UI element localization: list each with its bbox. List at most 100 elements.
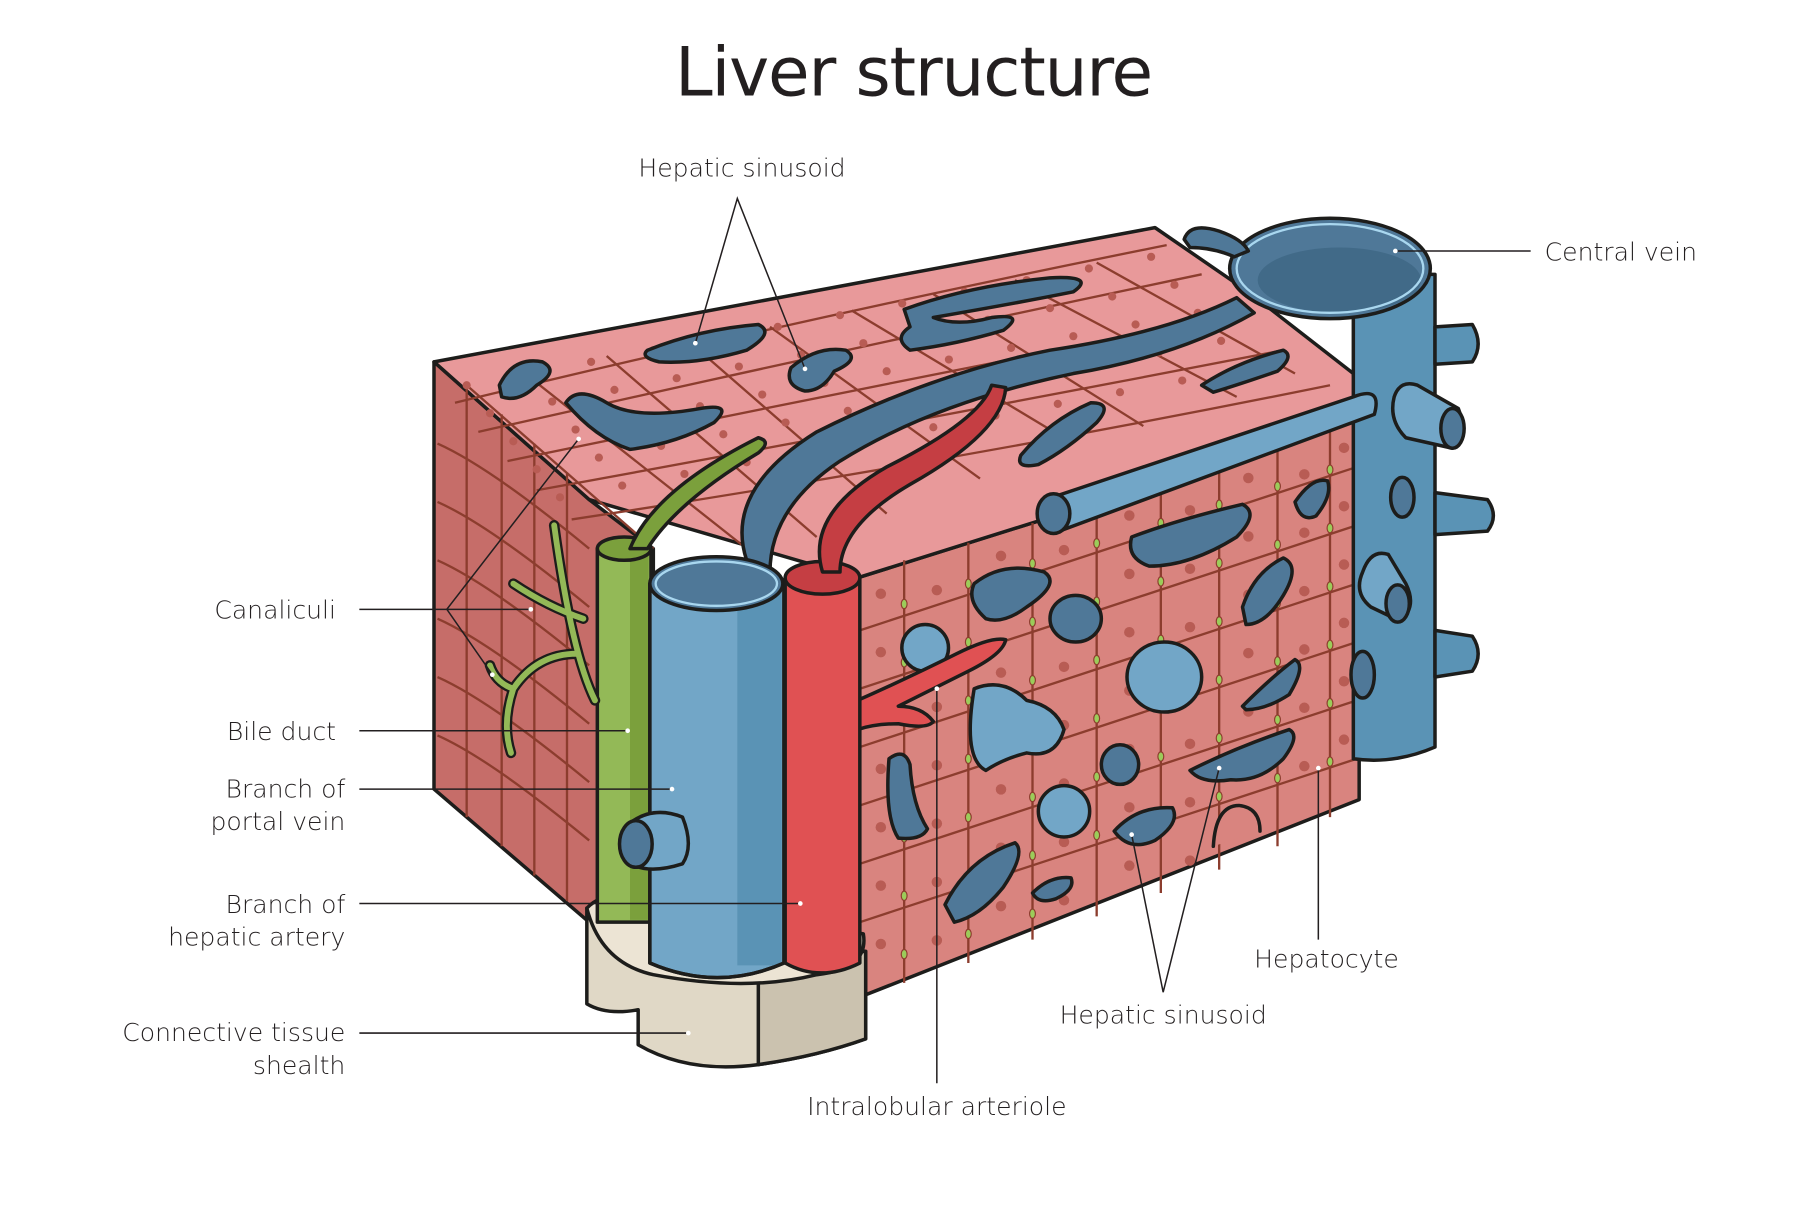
hepatocyte-nucleus (1243, 647, 1254, 659)
hepatocyte-nucleus (1299, 585, 1310, 597)
hepatocyte-nucleus (1299, 760, 1310, 772)
sinusoid-front-1 (970, 566, 1052, 622)
hepatocyte-nucleus (875, 646, 887, 658)
canaliculus-dot (1326, 756, 1334, 767)
label-central-vein: Central vein (1545, 237, 1697, 266)
sinusoid-front-arch (1211, 803, 1262, 849)
hepatocyte-nucleus (1007, 343, 1016, 352)
sinusoid-front-8 (1240, 657, 1302, 712)
hepatocyte-nucleus (1299, 702, 1310, 714)
canaliculus-dot (1215, 791, 1223, 802)
hepatocyte-nucleus (1338, 617, 1350, 629)
canaliculus-dot (1029, 850, 1036, 861)
hepatocyte-nucleus (995, 784, 1007, 795)
hepatocyte-nucleus (719, 430, 728, 439)
hepatocyte-nucleus (610, 385, 619, 394)
hepatocyte-nucleus (509, 437, 518, 446)
label-connective-tissue-line2: shealth (253, 1051, 345, 1080)
hepatocyte-nucleus (1184, 855, 1196, 866)
canaliculus-dot (900, 948, 908, 960)
canaliculus-dot (1326, 697, 1334, 709)
hepatocyte-nucleus (875, 880, 887, 891)
hepatocyte-nucleus (1217, 336, 1226, 345)
sinusoid-front-2 (1048, 593, 1104, 644)
top-sinusoids (497, 275, 1290, 468)
hepatocyte-nucleus (571, 425, 580, 434)
hepatocyte-nucleus (555, 493, 565, 502)
canaliculus-dot (1274, 656, 1281, 667)
hepatocyte-nucleus (1299, 527, 1310, 538)
sinusoid-front-9 (1188, 727, 1296, 783)
hepatocyte-nucleus (1338, 500, 1350, 512)
canaliculus-dot (1274, 714, 1281, 726)
hepatocyte-nucleus (859, 339, 868, 348)
side-face-cell-grid (437, 385, 590, 902)
sinusoid-front-5 (1240, 556, 1294, 627)
hepatocyte-nucleus (1338, 442, 1350, 454)
canaliculus-dot (964, 928, 972, 940)
canaliculus-dot (1326, 639, 1334, 651)
hepatocyte-nucleus (1338, 734, 1350, 745)
hepatocyte-nucleus (462, 381, 471, 390)
hepatocyte-nucleus (1147, 252, 1156, 261)
hepatocyte-nucleus (485, 409, 495, 418)
label-hepatic-sinusoid-bottom: Hepatic sinusoid (1060, 1001, 1267, 1030)
central-vein-branches (1349, 322, 1496, 700)
label-branch-portal-vein-line2: portal vein (211, 807, 346, 836)
hepatocyte-nucleus (843, 406, 852, 415)
hepatocyte-nucleus (1184, 505, 1196, 516)
hepatocyte-nucleus (929, 423, 938, 432)
hepatocyte-nucleus (1184, 738, 1196, 750)
canaliculus-dot (900, 598, 908, 610)
canaliculus-dot (1326, 522, 1334, 534)
hepatocyte-nucleus (1058, 661, 1070, 673)
labels: Hepatic sinusoid Central vein Canaliculi… (122, 153, 1697, 1121)
hepatocyte-nucleus (1184, 796, 1196, 808)
hepatocyte-nucleus (835, 311, 845, 320)
sinusoid-top-2 (643, 322, 767, 364)
hepatocyte-nucleus (672, 374, 681, 383)
canaliculus-dot (1029, 674, 1036, 686)
sinusoid-front-12 (886, 752, 930, 841)
label-canaliculi: Canaliculi (214, 596, 336, 625)
canaliculus-dot (1157, 576, 1165, 587)
canaliculus-dot (1093, 538, 1101, 549)
label-branch-portal-vein-line1: Branch of (226, 774, 346, 803)
hepatocyte-nucleus (594, 453, 603, 462)
hepatocyte-nucleus (875, 763, 887, 775)
label-intralobular-arteriole: Intralobular arteriole (807, 1092, 1066, 1121)
canaliculus-dot (1274, 539, 1281, 550)
hepatocyte-nucleus (1124, 510, 1135, 521)
canaliculus-dot (1093, 654, 1101, 666)
hepatocyte-nucleus (875, 822, 887, 833)
hepatocyte-nucleus (773, 322, 782, 331)
canaliculus-dot (1029, 908, 1036, 919)
hepatocyte-nucleus (995, 667, 1007, 678)
hepatocyte-nucleus (1170, 280, 1179, 289)
sinusoid-top-3 (787, 347, 854, 393)
canaliculus-dot (1326, 581, 1334, 592)
canaliculus-dot (964, 811, 972, 823)
hepatocyte-nucleus (1124, 568, 1135, 580)
sinusoid-front-15 (943, 841, 1021, 924)
sinusoid-top-4 (564, 392, 724, 452)
canaliculus-dot (1274, 481, 1281, 492)
canaliculus-dot (1029, 616, 1036, 628)
sinusoid-top-1 (497, 359, 552, 401)
canaliculus-dot (964, 636, 972, 648)
hepatocyte-nucleus (1124, 626, 1135, 638)
hepatocyte-nucleus (618, 481, 627, 490)
hepatocyte-nucleus (1069, 332, 1078, 341)
sinusoid-front-13 (1036, 783, 1092, 839)
sinusoid-front-11 (1099, 742, 1141, 787)
canaliculus-dot (1274, 772, 1281, 784)
hepatocyte-nucleus (1184, 563, 1196, 574)
canaliculus-dot (964, 753, 972, 765)
hepatocyte-nucleus (1058, 544, 1070, 556)
canaliculus-dot (964, 578, 972, 589)
canaliculus-dot (1215, 674, 1223, 686)
hepatocyte-nucleus (532, 465, 541, 474)
hepatocyte-nucleus (1243, 472, 1254, 484)
hepatocyte-nucleus (734, 362, 743, 371)
hepatocyte-nucleus (1131, 320, 1140, 329)
